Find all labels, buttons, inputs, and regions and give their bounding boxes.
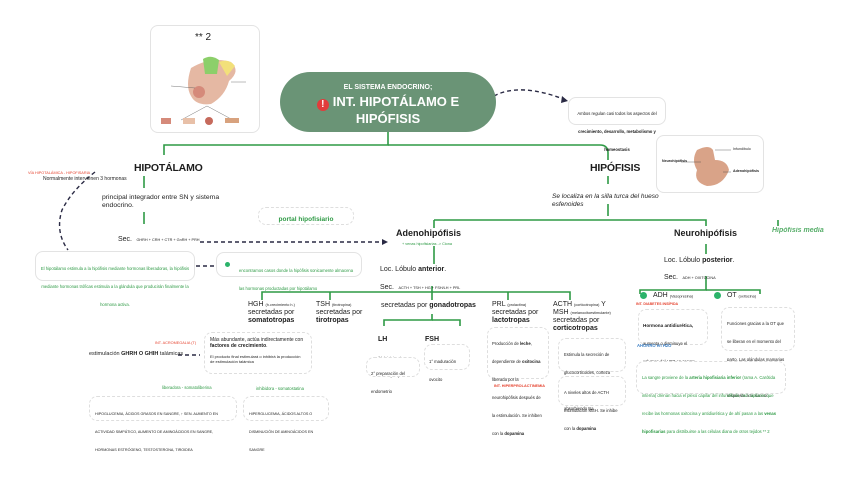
prl-box: Producción de leche, dependiente de oxit… xyxy=(487,327,549,436)
adeno-venas: + venas hipofisiarias -> Ciona xyxy=(402,242,453,246)
hipotalamo-title[interactable]: HIPOTÁLAMO xyxy=(134,162,203,174)
hipofisis-title[interactable]: HIPÓFISIS xyxy=(590,162,641,174)
acth-box-2: A niveles altos de ACTH estimulación MSH… xyxy=(558,376,626,431)
branch-hipotalamo xyxy=(163,132,389,155)
exclamation-icon: ! xyxy=(316,99,329,111)
dashed-hipotalamo xyxy=(58,171,96,251)
hgh-red-tag: INT. ACROMEGALIA (T) xyxy=(155,341,197,345)
ot-box: Funciones gracias a la OT que se liberan… xyxy=(721,307,795,398)
adeno-loc: Loc. Lóbulo anterior. xyxy=(380,266,447,273)
adh-dot-icon xyxy=(640,292,647,299)
hgh-inh-label: inhibidora - somatostatina xyxy=(256,386,304,391)
branch-adeno-hormones xyxy=(261,286,433,300)
label-adenohipofisis: Adenohipófisis xyxy=(733,169,759,173)
central-topic[interactable]: EL SISTEMA ENDOCRINO; !INT. HIPOTÁLAMO E… xyxy=(280,72,496,132)
neurohipofisis-title[interactable]: Neurohipófisis xyxy=(674,228,738,238)
neuro-loc: Loc. Lóbulo posterior. xyxy=(664,257,735,264)
adeno-sec: Sec. ACTH + TSH + HG + FSH/LH + PRL xyxy=(380,284,461,291)
adenohipofisis-title[interactable]: Adenohipófisis xyxy=(396,228,461,238)
hipofisis-location: Se localiza en la silla turca del hueso … xyxy=(552,193,659,208)
adh-box: Hormona antidiurética, aumenta o disminu… xyxy=(638,309,708,382)
hipotalamo-red-tag: VÍA HIPOTALÁMICA - HIPOFISARIA xyxy=(28,171,91,175)
lh-box: 2° preparación del endometrio xyxy=(366,357,420,394)
acth-box-1: Estimula la secreción de glucocorticoide… xyxy=(558,338,626,411)
hipotalamo-intro: Normalmente intervienen 3 hormonas xyxy=(43,176,127,182)
ot-dot-icon xyxy=(714,292,721,299)
hipofisis-media[interactable]: Hipófisis media xyxy=(772,227,824,234)
hgh-stimulation: estimulación GHRH O GHIH talámicas xyxy=(89,351,184,357)
dashed-summary xyxy=(493,89,567,101)
hgh-node[interactable]: HGH (h.crecimiento h.) secretadas por so… xyxy=(248,301,295,324)
hipotalamo-desc: principal integrador entre SN y sistema … xyxy=(102,194,220,209)
pituitary-illustration xyxy=(161,56,246,125)
branch-hipofisis xyxy=(388,144,609,160)
hgh-lib-box: HIPOGLUCEMIA, ÁCIDOS GRASOS EN SANGRE, ↑… xyxy=(89,396,237,452)
branch-adeno-neuro xyxy=(434,219,707,226)
central-subtitle: EL SISTEMA ENDOCRINO; xyxy=(343,84,433,91)
fsh-box: 1° maduración ovocito xyxy=(424,344,470,382)
image-card-label: ** 2 xyxy=(195,32,212,43)
neuro-sec: Sec. ADH + OXITOCINA xyxy=(664,274,716,281)
prl-node[interactable]: PRL (prolactina) secretadas por lactotro… xyxy=(492,301,539,324)
acth-node[interactable]: ACTH (corticotropina) Y MSH (melanocitoe… xyxy=(553,301,611,332)
hgh-lib-label: liberadora - somatoliberina xyxy=(162,385,212,390)
bullet-dot-icon xyxy=(225,262,230,267)
hgh-inh-box: HIPERGLUCEMIA, ÁCIDOS ALTOS O DISMINUCIÓ… xyxy=(243,396,329,452)
portal-hipofisiario-box[interactable]: portal hipofisiario xyxy=(258,207,354,225)
central-title-line1: INT. HIPOTÁLAMO E xyxy=(332,94,460,109)
tsh-node[interactable]: TSH (tirotropina) secretadas por tirotro… xyxy=(316,301,363,324)
ot-node[interactable]: OT (oxitocina) xyxy=(714,292,756,299)
anatomy-image-card: ** 2 xyxy=(150,25,260,133)
gonado-node[interactable]: secretadas por gonadotropas xyxy=(381,302,476,309)
neuro-blood-note: La sangre proviene de la arteria hipofis… xyxy=(636,361,786,434)
label-neurohipofisis: Neurohipófisis xyxy=(662,159,688,163)
hipotalamo-sec: Sec. GHRH + CRH + CTR + GnRH + PRH xyxy=(118,236,200,243)
prl-red-tag: INT. HIPERPROLACTINEMIA xyxy=(494,384,546,388)
adh-blue-tag: AHORRO en H2O xyxy=(637,343,672,348)
central-title-line2: HIPÓFISIS xyxy=(355,111,421,126)
hipofisis-illustration xyxy=(681,147,731,186)
adh-red-tag: INT. DIABETES INSÍPIDA xyxy=(636,302,679,306)
label-infundibulo: Infundíbulo xyxy=(733,147,751,151)
summary-note: Ambos regulan casi todos los aspectos de… xyxy=(568,97,666,152)
hgh-box: Más abundante, actúa indirectamente con … xyxy=(204,332,312,374)
hipotalamo-note-left: El hipotálamo estimula a la hipófisis me… xyxy=(35,251,195,307)
adh-node[interactable]: ADH (Vasopresina) xyxy=(640,292,693,299)
hipotalamo-note-right: encontramos casos donde la hipófisis son… xyxy=(216,252,362,291)
hipofisis-image-card: Infundíbulo Neurohipófisis Adenohipófisi… xyxy=(656,135,764,193)
